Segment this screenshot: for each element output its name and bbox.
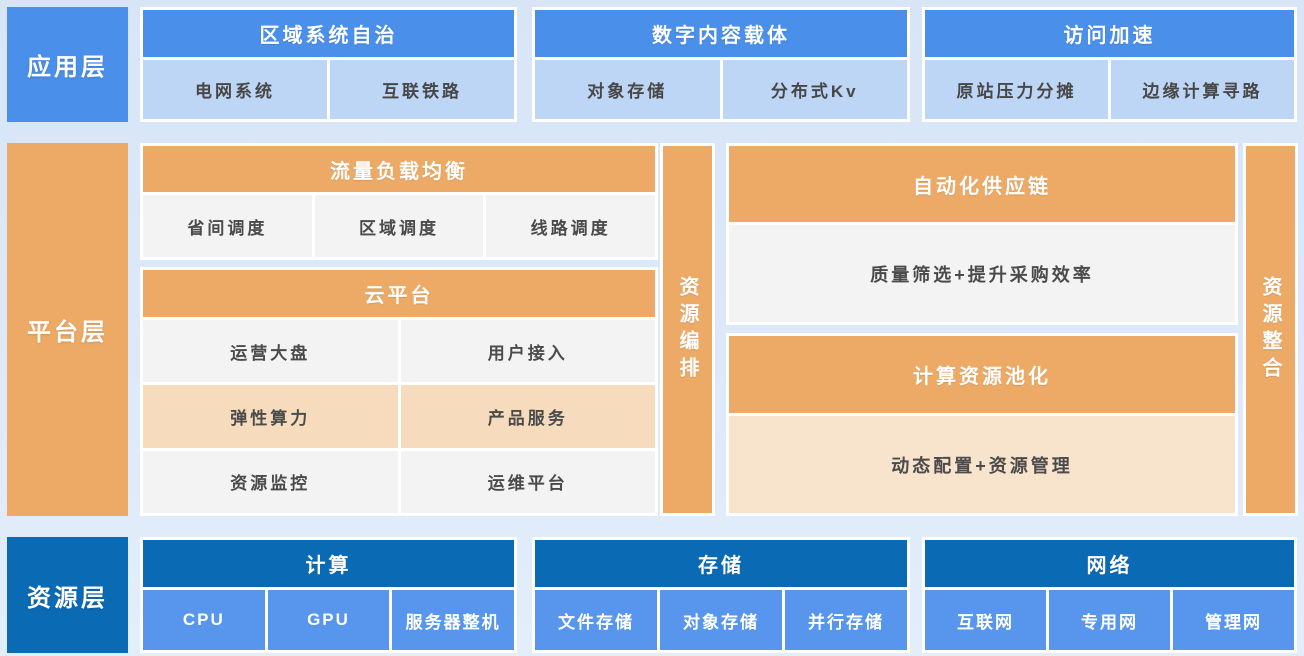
app-group-digital-content: 数字内容载体 对象存储 分布式Kv [532, 7, 910, 122]
platform-item: 资源监控 [143, 450, 398, 513]
app-item: 边缘计算寻路 [1111, 60, 1294, 119]
platform-bar-label: 资源整合 [1246, 146, 1295, 513]
platform-bar-label: 资源编排 [663, 146, 712, 513]
platform-block-row: 动态配置+资源管理 [729, 416, 1235, 513]
resource-group-network: 网络 互联网 专用网 管理网 [922, 537, 1297, 653]
platform-block-resource-pooling: 计算资源池化 动态配置+资源管理 [726, 333, 1238, 516]
platform-layer-label: 平台层 [7, 143, 128, 516]
app-group-regional-autonomy: 区域系统自治 电网系统 互联铁路 [140, 7, 517, 122]
app-item: 电网系统 [143, 60, 327, 119]
platform-item: 产品服务 [400, 385, 655, 448]
platform-item: 省间调度 [143, 195, 312, 257]
resource-group-items: CPU GPU 服务器整机 [143, 590, 515, 650]
platform-block-row: 质量筛选+提升采购效率 [729, 225, 1235, 322]
resource-item: 并行存储 [785, 590, 907, 650]
platform-bar-resource-integration: 资源整合 [1243, 143, 1298, 516]
app-group-title: 数字内容载体 [535, 10, 907, 57]
platform-item: 线路调度 [486, 195, 656, 257]
resource-group-items: 互联网 专用网 管理网 [925, 590, 1294, 650]
resource-group-compute: 计算 CPU GPU 服务器整机 [140, 537, 517, 653]
resource-group-items: 文件存储 对象存储 并行存储 [535, 590, 907, 650]
app-item: 分布式Kv [722, 60, 907, 119]
resource-item: GPU [267, 590, 390, 650]
app-group-title: 访问加速 [925, 10, 1294, 57]
resource-layer-label: 资源层 [7, 537, 128, 653]
platform-bar-resource-orchestration: 资源编排 [660, 143, 715, 516]
platform-item: 运营大盘 [143, 320, 398, 383]
resource-group-storage: 存储 文件存储 对象存储 并行存储 [532, 537, 910, 653]
platform-item: 弹性算力 [143, 385, 398, 448]
resource-item: 服务器整机 [392, 590, 515, 650]
platform-block-row: 运营大盘 用户接入 [143, 320, 655, 383]
platform-block-row: 省间调度 区域调度 线路调度 [143, 195, 656, 257]
platform-block-title: 自动化供应链 [729, 146, 1235, 222]
app-layer-label: 应用层 [7, 7, 128, 122]
platform-block-supply-chain: 自动化供应链 质量筛选+提升采购效率 [726, 143, 1238, 325]
app-group-access-acceleration: 访问加速 原站压力分摊 边缘计算寻路 [922, 7, 1297, 122]
resource-item: 管理网 [1173, 590, 1294, 650]
platform-block-row: 资源监控 运维平台 [143, 450, 655, 513]
platform-block-title: 流量负载均衡 [143, 146, 655, 192]
resource-item: 对象存储 [660, 590, 782, 650]
app-item: 互联铁路 [330, 60, 514, 119]
resource-group-title: 网络 [925, 540, 1294, 587]
resource-item: 专用网 [1049, 590, 1170, 650]
app-group-items: 对象存储 分布式Kv [535, 60, 907, 119]
platform-block-title: 云平台 [143, 270, 655, 317]
resource-group-title: 存储 [535, 540, 907, 587]
platform-item: 用户接入 [400, 320, 655, 383]
platform-item: 动态配置+资源管理 [729, 416, 1235, 513]
resource-item: CPU [143, 590, 265, 650]
platform-block-row: 弹性算力 产品服务 [143, 385, 655, 448]
app-item: 原站压力分摊 [925, 60, 1108, 119]
app-group-title: 区域系统自治 [143, 10, 514, 57]
platform-block-load-balancing: 流量负载均衡 省间调度 区域调度 线路调度 [140, 143, 658, 260]
app-item: 对象存储 [535, 60, 720, 119]
platform-item: 区域调度 [314, 195, 484, 257]
platform-block-cloud: 云平台 运营大盘 用户接入 弹性算力 产品服务 资源监控 运维平台 [140, 267, 658, 516]
app-group-items: 电网系统 互联铁路 [143, 60, 514, 119]
resource-item: 互联网 [925, 590, 1046, 650]
resource-group-title: 计算 [143, 540, 514, 587]
platform-item: 质量筛选+提升采购效率 [729, 225, 1235, 322]
platform-block-title: 计算资源池化 [729, 336, 1235, 413]
platform-item: 运维平台 [400, 450, 655, 513]
app-group-items: 原站压力分摊 边缘计算寻路 [925, 60, 1294, 119]
resource-item: 文件存储 [535, 590, 657, 650]
